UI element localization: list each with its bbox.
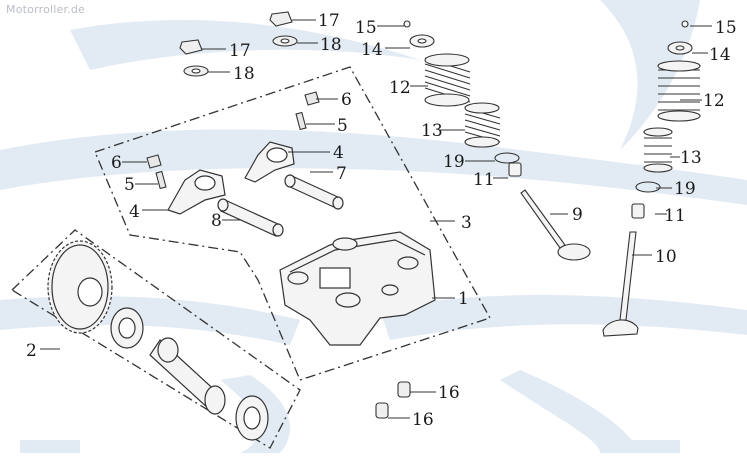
camshaft-group-outline xyxy=(10,229,301,449)
callout-10: 10 xyxy=(655,247,677,267)
adjusters xyxy=(146,91,320,190)
callout-3: 3 xyxy=(461,213,472,233)
leader-lines xyxy=(40,19,712,419)
callout-7: 7 xyxy=(336,164,347,184)
callout-5-left: 5 xyxy=(124,175,135,195)
callout-17-upper: 17 xyxy=(318,11,340,31)
callout-19-left: 19 xyxy=(443,152,465,172)
callout-14-right: 14 xyxy=(709,45,731,65)
callout-18-upper: 18 xyxy=(320,35,342,55)
callout-1: 1 xyxy=(458,289,469,309)
callout-2: 2 xyxy=(26,341,37,361)
callout-8: 8 xyxy=(211,211,222,231)
callout-17-lower: 17 xyxy=(229,41,251,61)
callout-14-left: 14 xyxy=(361,40,383,60)
callout-labels: 1 2 3 4 4 5 5 6 6 7 8 9 10 11 11 12 12 1… xyxy=(26,11,737,430)
callout-15-right: 15 xyxy=(715,18,737,38)
camshaft-assembly xyxy=(47,240,269,441)
callout-9: 9 xyxy=(572,205,583,225)
cylinder-head-bracket xyxy=(279,231,436,346)
callout-13-right: 13 xyxy=(680,148,702,168)
callout-18-lower: 18 xyxy=(233,64,255,84)
callout-15-left: 15 xyxy=(355,18,377,38)
callout-11-left: 11 xyxy=(473,170,495,190)
rocker-arm-left xyxy=(167,169,226,215)
rocker-shaft-7 xyxy=(287,175,341,209)
cap-nuts-washers xyxy=(179,11,298,77)
callout-6-right: 6 xyxy=(341,90,352,110)
callout-6-left: 6 xyxy=(111,153,122,173)
callout-4-left: 4 xyxy=(129,202,140,222)
valve-train-exhaust xyxy=(403,20,591,261)
valve-train-intake xyxy=(602,20,701,337)
callout-4-right: 4 xyxy=(333,143,344,163)
callout-19-right: 19 xyxy=(674,179,696,199)
callout-5-right: 5 xyxy=(337,116,348,136)
callout-12-right: 12 xyxy=(703,91,725,111)
callout-13-left: 13 xyxy=(421,121,443,141)
callout-11-right: 11 xyxy=(664,206,686,226)
dowel-pins xyxy=(375,381,411,419)
callout-16-lower: 16 xyxy=(412,410,434,430)
rocker-arms xyxy=(167,141,295,215)
rocker-shaft-8 xyxy=(220,199,281,237)
callout-12-left: 12 xyxy=(389,78,411,98)
rocker-shafts xyxy=(217,174,344,237)
callout-16-upper: 16 xyxy=(438,383,460,403)
watermark-text: Motorroller.de xyxy=(6,3,86,16)
